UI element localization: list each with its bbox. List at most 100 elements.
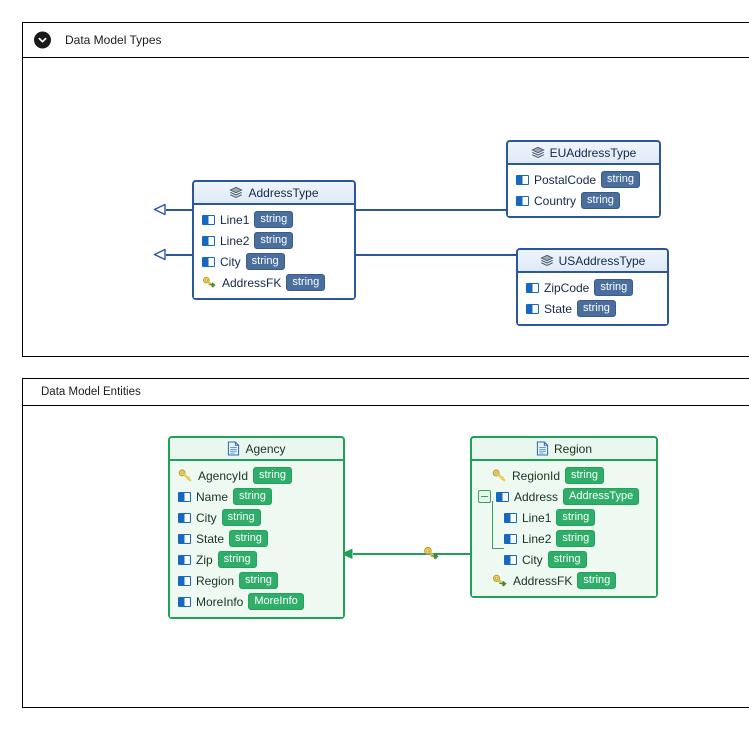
entity-name: Region <box>553 441 593 456</box>
attribute-icon <box>178 554 191 565</box>
hollow-triangle-arrowhead <box>153 203 166 216</box>
panel-entities-header: Data Model Entities <box>23 379 749 406</box>
primary-key-icon <box>178 469 193 482</box>
foreign-key-icon <box>423 546 440 561</box>
attribute-icon <box>504 533 517 544</box>
field-row[interactable]: Line2 string <box>478 528 648 549</box>
field-type-badge: string <box>577 572 617 589</box>
primary-key-icon <box>492 469 507 482</box>
type-stack-icon <box>539 254 554 268</box>
field-type-badge: string <box>556 530 596 547</box>
field-row[interactable]: MoreInfo MoreInfo <box>178 591 335 612</box>
attribute-icon <box>526 282 539 293</box>
attribute-icon <box>516 174 529 185</box>
field-type-badge: string <box>577 300 616 317</box>
field-row[interactable]: AddressFK string <box>478 570 648 591</box>
entity-fields: ZipCode string State string <box>518 273 667 324</box>
panel-types-header: Data Model Types <box>23 23 749 58</box>
entity-fields: RegionId string Address AddressType Line… <box>472 461 656 596</box>
field-name: Name <box>196 489 229 504</box>
field-row[interactable]: State string <box>526 298 659 319</box>
foreign-key-icon <box>202 276 217 289</box>
attribute-icon <box>178 533 191 544</box>
field-row[interactable]: ZipCode string <box>526 277 659 298</box>
field-name: Line1 <box>220 212 250 227</box>
attribute-icon <box>202 235 215 246</box>
chevron-down-circle-icon[interactable] <box>34 31 51 49</box>
field-type-badge: string <box>221 509 261 526</box>
attribute-icon <box>526 303 539 314</box>
entities-canvas: Agency AgencyId string <box>23 406 749 734</box>
field-name: AgencyId <box>198 468 249 483</box>
field-type-badge: string <box>217 551 257 568</box>
field-name: State <box>544 301 573 316</box>
entity-box-addresstype[interactable]: AddressType Line1 string Line2 string Ci… <box>192 180 356 300</box>
field-row[interactable]: Line1 string <box>478 507 648 528</box>
field-name: City <box>522 552 543 567</box>
field-type-badge: string <box>254 211 294 228</box>
entity-box-agency[interactable]: Agency AgencyId string <box>168 436 345 619</box>
field-name: Zip <box>196 552 213 567</box>
tree-guide-line <box>492 501 493 549</box>
field-name: State <box>196 531 225 546</box>
field-row[interactable]: RegionId string <box>478 465 648 486</box>
field-row[interactable]: City string <box>478 549 648 570</box>
field-row[interactable]: City string <box>202 251 346 272</box>
panel-types-title: Data Model Types <box>65 33 162 47</box>
entity-name: EUAddressType <box>549 145 637 160</box>
collapse-expander-minus-icon[interactable] <box>478 490 491 503</box>
entity-header: EUAddressType <box>508 142 659 165</box>
field-row[interactable]: State string <box>178 528 335 549</box>
field-name: ZipCode <box>544 280 590 295</box>
field-name: RegionId <box>512 468 561 483</box>
entity-box-euaddresstype[interactable]: EUAddressType PostalCode string Country … <box>506 140 661 218</box>
field-row[interactable]: PostalCode string <box>516 169 651 190</box>
field-row[interactable]: Zip string <box>178 549 335 570</box>
field-row[interactable]: Region string <box>178 570 335 591</box>
field-name: City <box>196 510 217 525</box>
entity-fields: PostalCode string Country string <box>508 165 659 216</box>
field-row[interactable]: Line2 string <box>202 230 346 251</box>
document-icon <box>227 441 240 456</box>
field-row[interactable]: Line1 string <box>202 209 346 230</box>
field-type-badge: AddressType <box>563 488 640 505</box>
document-icon <box>536 441 549 456</box>
attribute-icon <box>202 214 215 225</box>
foreign-key-icon <box>492 574 508 588</box>
solid-arrowhead <box>341 548 353 559</box>
field-type-badge: string <box>253 467 292 484</box>
entity-header: Agency <box>170 438 343 461</box>
attribute-icon <box>504 554 517 565</box>
field-row[interactable]: AgencyId string <box>178 465 335 486</box>
types-canvas: AddressType Line1 string Line2 string Ci… <box>23 58 749 391</box>
attribute-icon <box>516 195 529 206</box>
field-row[interactable]: Name string <box>178 486 335 507</box>
hollow-triangle-arrowhead <box>153 248 166 261</box>
field-name: Address <box>514 489 559 504</box>
field-row[interactable]: Address AddressType <box>478 486 648 507</box>
field-type-badge: string <box>594 279 634 296</box>
entity-box-region[interactable]: Region RegionId stri <box>470 436 658 598</box>
entity-header: AddressType <box>194 182 354 205</box>
entity-header: USAddressType <box>518 250 667 273</box>
field-type-badge: string <box>233 488 272 505</box>
field-type-badge: string <box>239 572 278 589</box>
field-name: Line2 <box>522 531 552 546</box>
field-name: AddressFK <box>513 573 573 588</box>
field-row[interactable]: City string <box>178 507 335 528</box>
panel-data-model-entities: Data Model Entities <box>22 378 749 708</box>
entity-box-usaddresstype[interactable]: USAddressType ZipCode string State strin… <box>516 248 669 326</box>
field-name: PostalCode <box>534 172 597 187</box>
field-type-badge: string <box>581 192 620 209</box>
field-type-badge: MoreInfo <box>248 593 304 610</box>
field-row[interactable]: AddressFK string <box>202 272 346 293</box>
panel-data-model-types: Data Model Types <box>22 22 749 357</box>
panel-entities-title: Data Model Entities <box>41 386 141 398</box>
field-row[interactable]: Country string <box>516 190 651 211</box>
attribute-icon <box>178 596 191 607</box>
entity-fields: AgencyId string Name string City string … <box>170 461 343 617</box>
field-type-badge: string <box>286 274 326 291</box>
attribute-icon <box>178 575 191 586</box>
attribute-icon <box>178 512 191 523</box>
field-name: Line1 <box>522 510 552 525</box>
